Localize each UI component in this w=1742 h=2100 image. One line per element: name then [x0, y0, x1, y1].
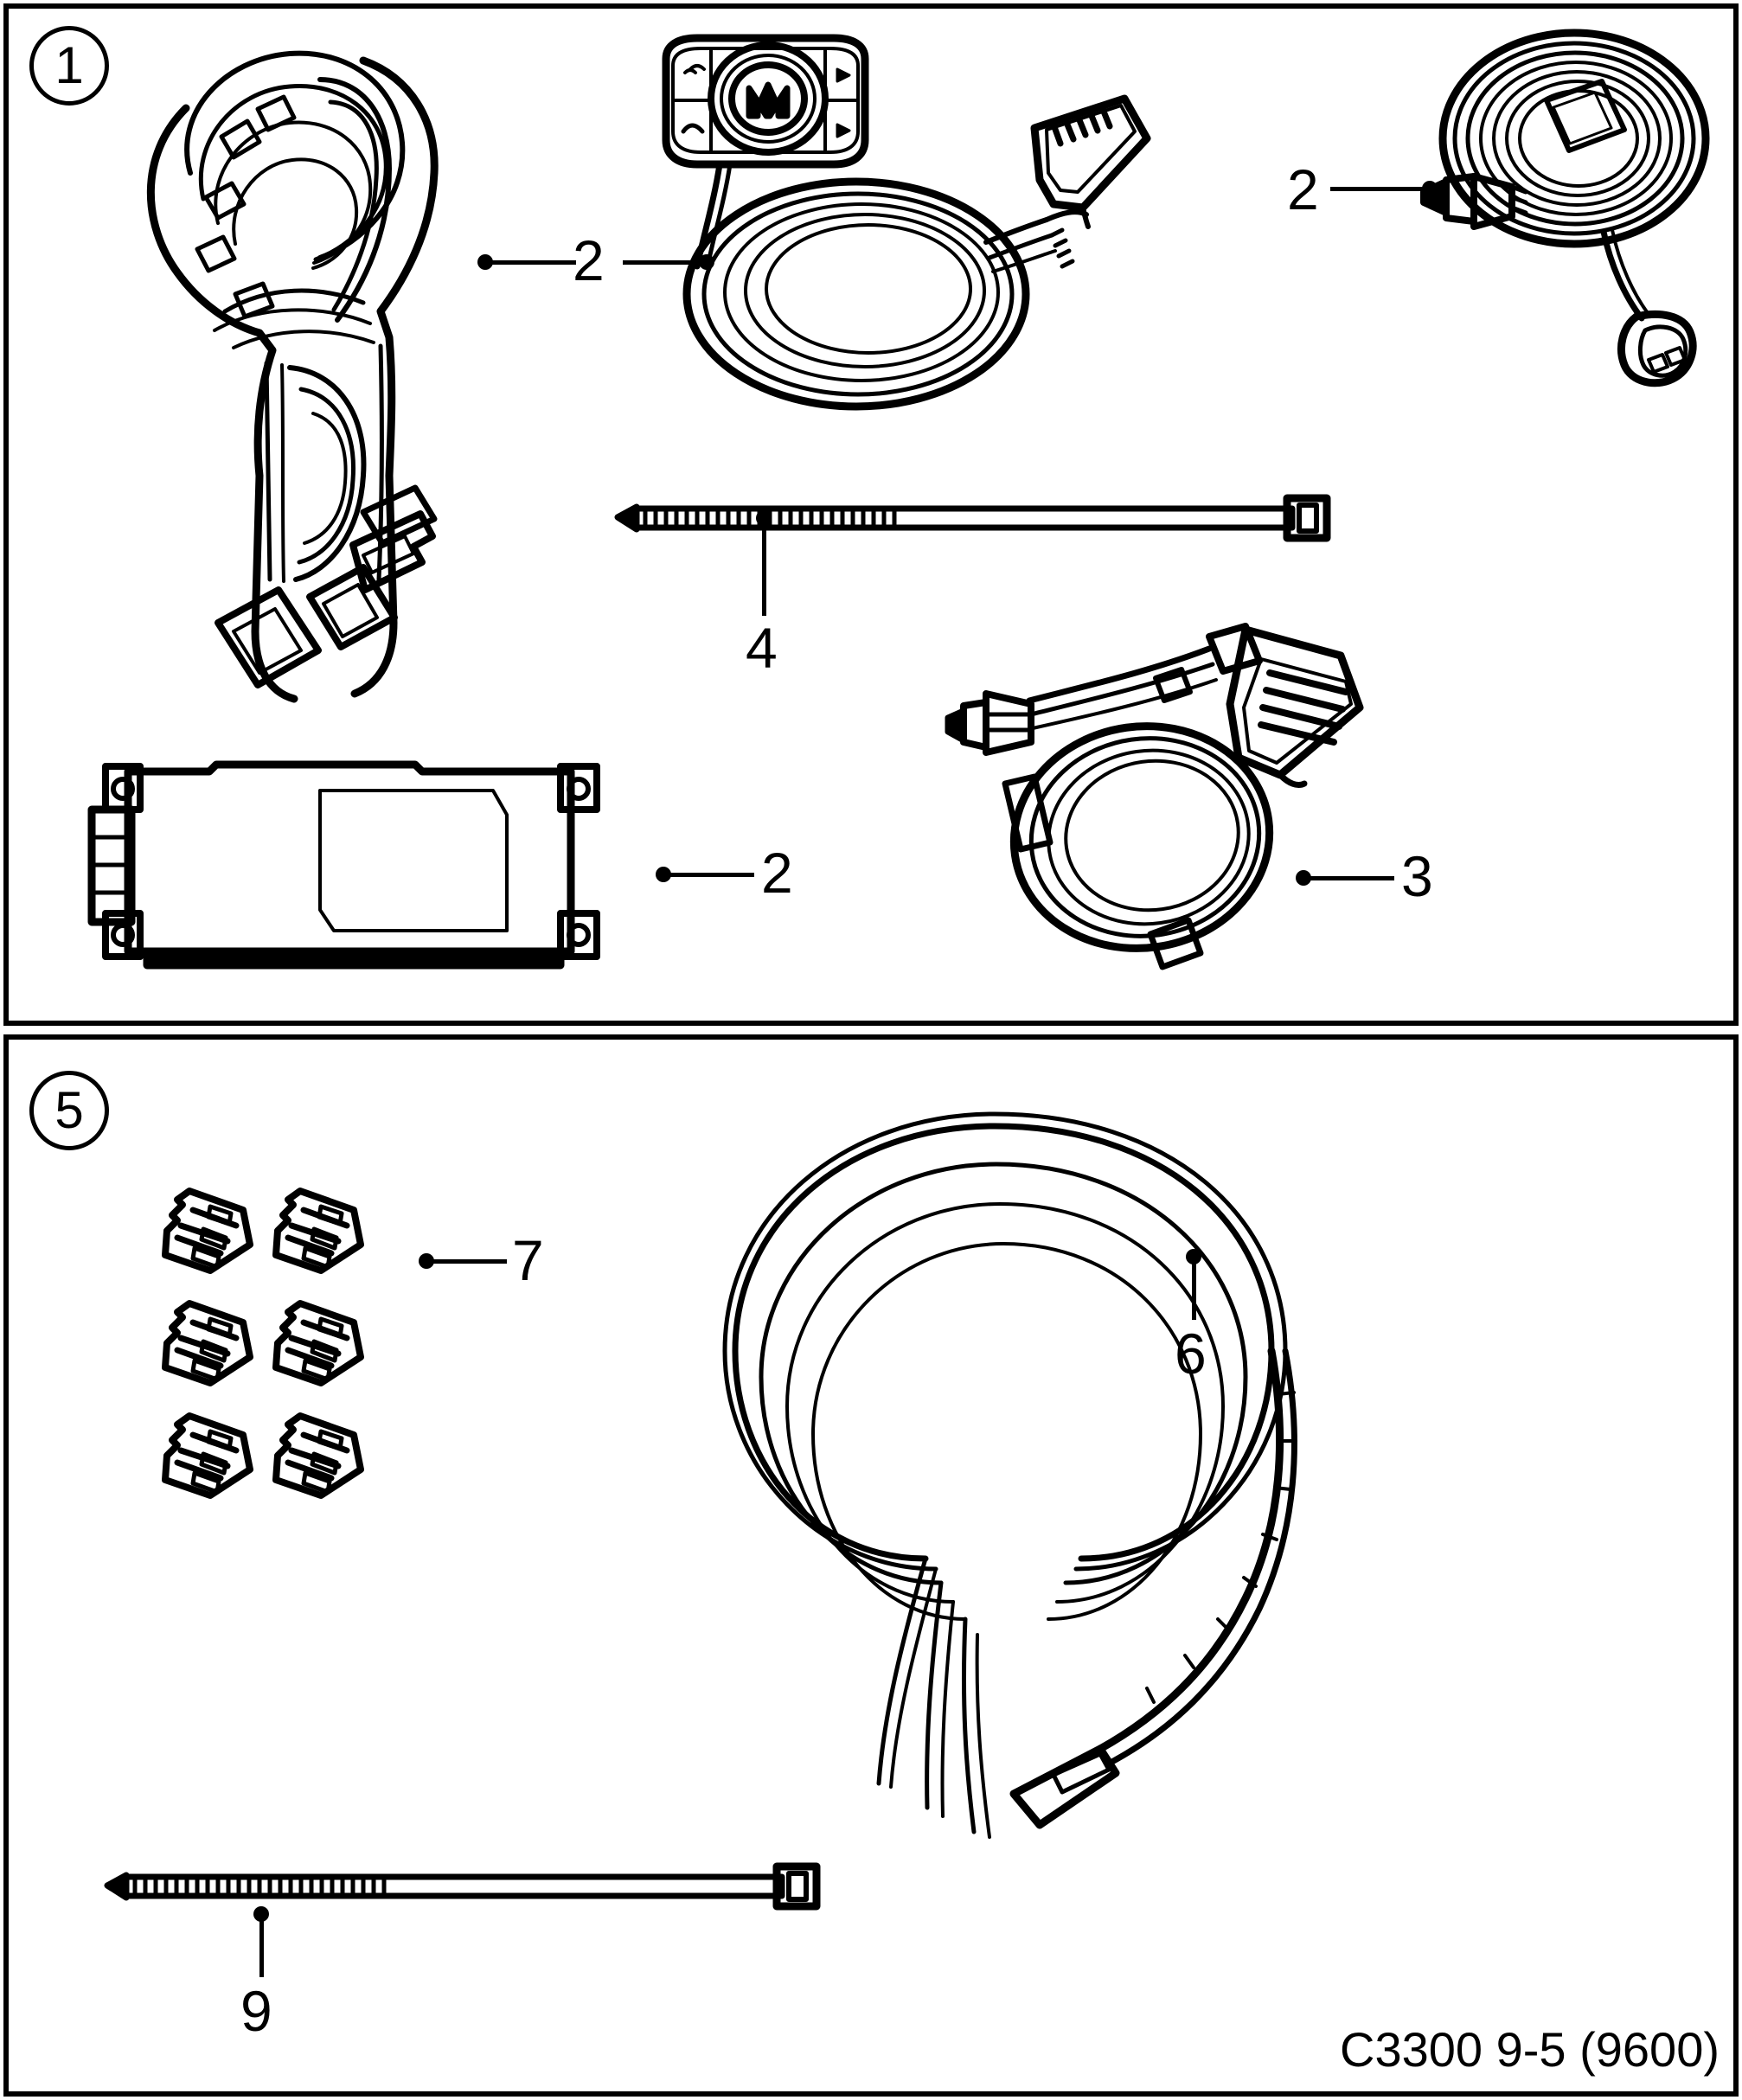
- callout-leader-3: [1304, 876, 1394, 880]
- callout-dot-2-right: [699, 254, 714, 270]
- callout-2-harness: 2: [573, 232, 605, 289]
- callout-2-control-unit: 2: [761, 844, 793, 901]
- callout-leader-2-control-unit: [664, 873, 754, 877]
- callout-dot-3: [1296, 870, 1311, 886]
- callout-leader-9: [259, 1915, 264, 1977]
- wire-harness-illustration: [104, 26, 476, 718]
- step-badge-5: 5: [29, 1071, 109, 1150]
- callout-2-antenna-coil: 2: [1287, 161, 1319, 218]
- callout-9-cable-tie: 9: [240, 1982, 272, 2039]
- callout-dot-2-antenna: [1422, 181, 1438, 196]
- adapter-harness-illustration: [934, 614, 1427, 995]
- callout-leader-2-right: [623, 260, 702, 265]
- callout-leader-6: [1192, 1258, 1196, 1320]
- step-badge-1: 1: [29, 26, 109, 106]
- callout-dot-4: [756, 510, 772, 526]
- antenna-coil-microphone-illustration: [1419, 26, 1742, 389]
- step-badge-5-label: 5: [54, 1081, 84, 1139]
- callout-6-antenna-wire-label: 6: [1175, 1322, 1207, 1386]
- footer-caption: C3300 9-5 (9600): [1340, 2022, 1720, 2077]
- callout-dot-6: [1186, 1249, 1201, 1264]
- callout-4-cable-tie: 4: [746, 619, 778, 676]
- callout-dot-7: [419, 1253, 434, 1269]
- callout-2-antenna-coil-label: 2: [1287, 157, 1319, 221]
- callout-leader-7: [427, 1259, 507, 1264]
- control-switch-module-illustration: [640, 34, 1159, 424]
- callout-dot-2-control-unit: [656, 867, 671, 882]
- callout-dot-9: [253, 1906, 269, 1922]
- diagram-panel-step-1: 1: [3, 3, 1739, 1026]
- callout-leader-4: [762, 519, 766, 616]
- callout-9-cable-tie-label: 9: [240, 1979, 272, 2043]
- callout-2-harness-label: 2: [573, 228, 605, 292]
- antenna-wire-coil-illustration: [709, 1092, 1488, 1853]
- callout-leader-2-antenna: [1330, 187, 1425, 191]
- cable-tie-4-illustration: [614, 493, 1349, 545]
- callout-2-control-unit-label: 2: [761, 841, 793, 905]
- cable-tie-9-illustration: [104, 1861, 839, 1913]
- callout-7-terminal-label: 7: [512, 1228, 544, 1292]
- step-badge-1-label: 1: [54, 36, 84, 94]
- callout-7-terminal: 7: [512, 1232, 544, 1289]
- terminal-connectors-group: [160, 1191, 402, 1520]
- callout-leader-2-left: [486, 260, 576, 265]
- callout-3-adapter-harness: 3: [1401, 848, 1433, 905]
- callout-4-cable-tie-label: 4: [746, 616, 778, 680]
- diagram-panel-step-5: 5: [3, 1034, 1739, 2097]
- control-unit-module-illustration: [86, 752, 640, 986]
- callout-3-adapter-harness-label: 3: [1401, 844, 1433, 908]
- callout-6-antenna-wire: 6: [1175, 1325, 1207, 1382]
- callout-dot-2-left: [477, 254, 493, 270]
